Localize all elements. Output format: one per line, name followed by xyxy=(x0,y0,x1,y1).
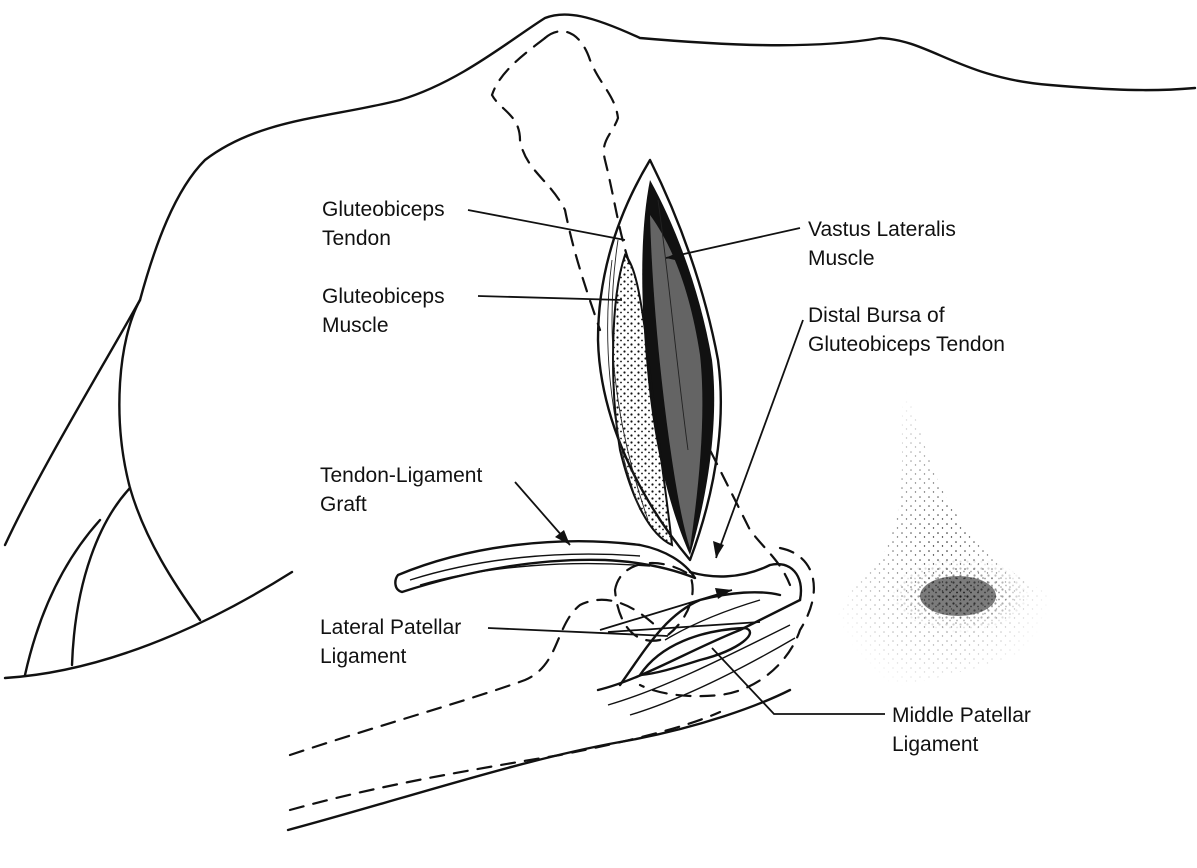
label-middle-patellar-ligament: Middle Patellar Ligament xyxy=(892,704,1037,756)
label-lateral-patellar-ligament: Lateral Patellar Ligament xyxy=(320,616,467,668)
stipple-shading xyxy=(822,385,1060,700)
label-gluteobiceps-tendon: Gluteobiceps Tendon xyxy=(322,198,450,250)
label-tendon-ligament-graft: Tendon-Ligament Graft xyxy=(320,464,488,516)
femur-dashed-outline xyxy=(290,31,814,810)
label-distal-bursa: Distal Bursa of Gluteobiceps Tendon xyxy=(808,304,1005,356)
label-vastus-lateralis: Vastus Lateralis Muscle xyxy=(808,218,962,270)
surgical-incision xyxy=(598,160,721,560)
label-gluteobiceps-muscle: Gluteobiceps Muscle xyxy=(322,285,450,337)
